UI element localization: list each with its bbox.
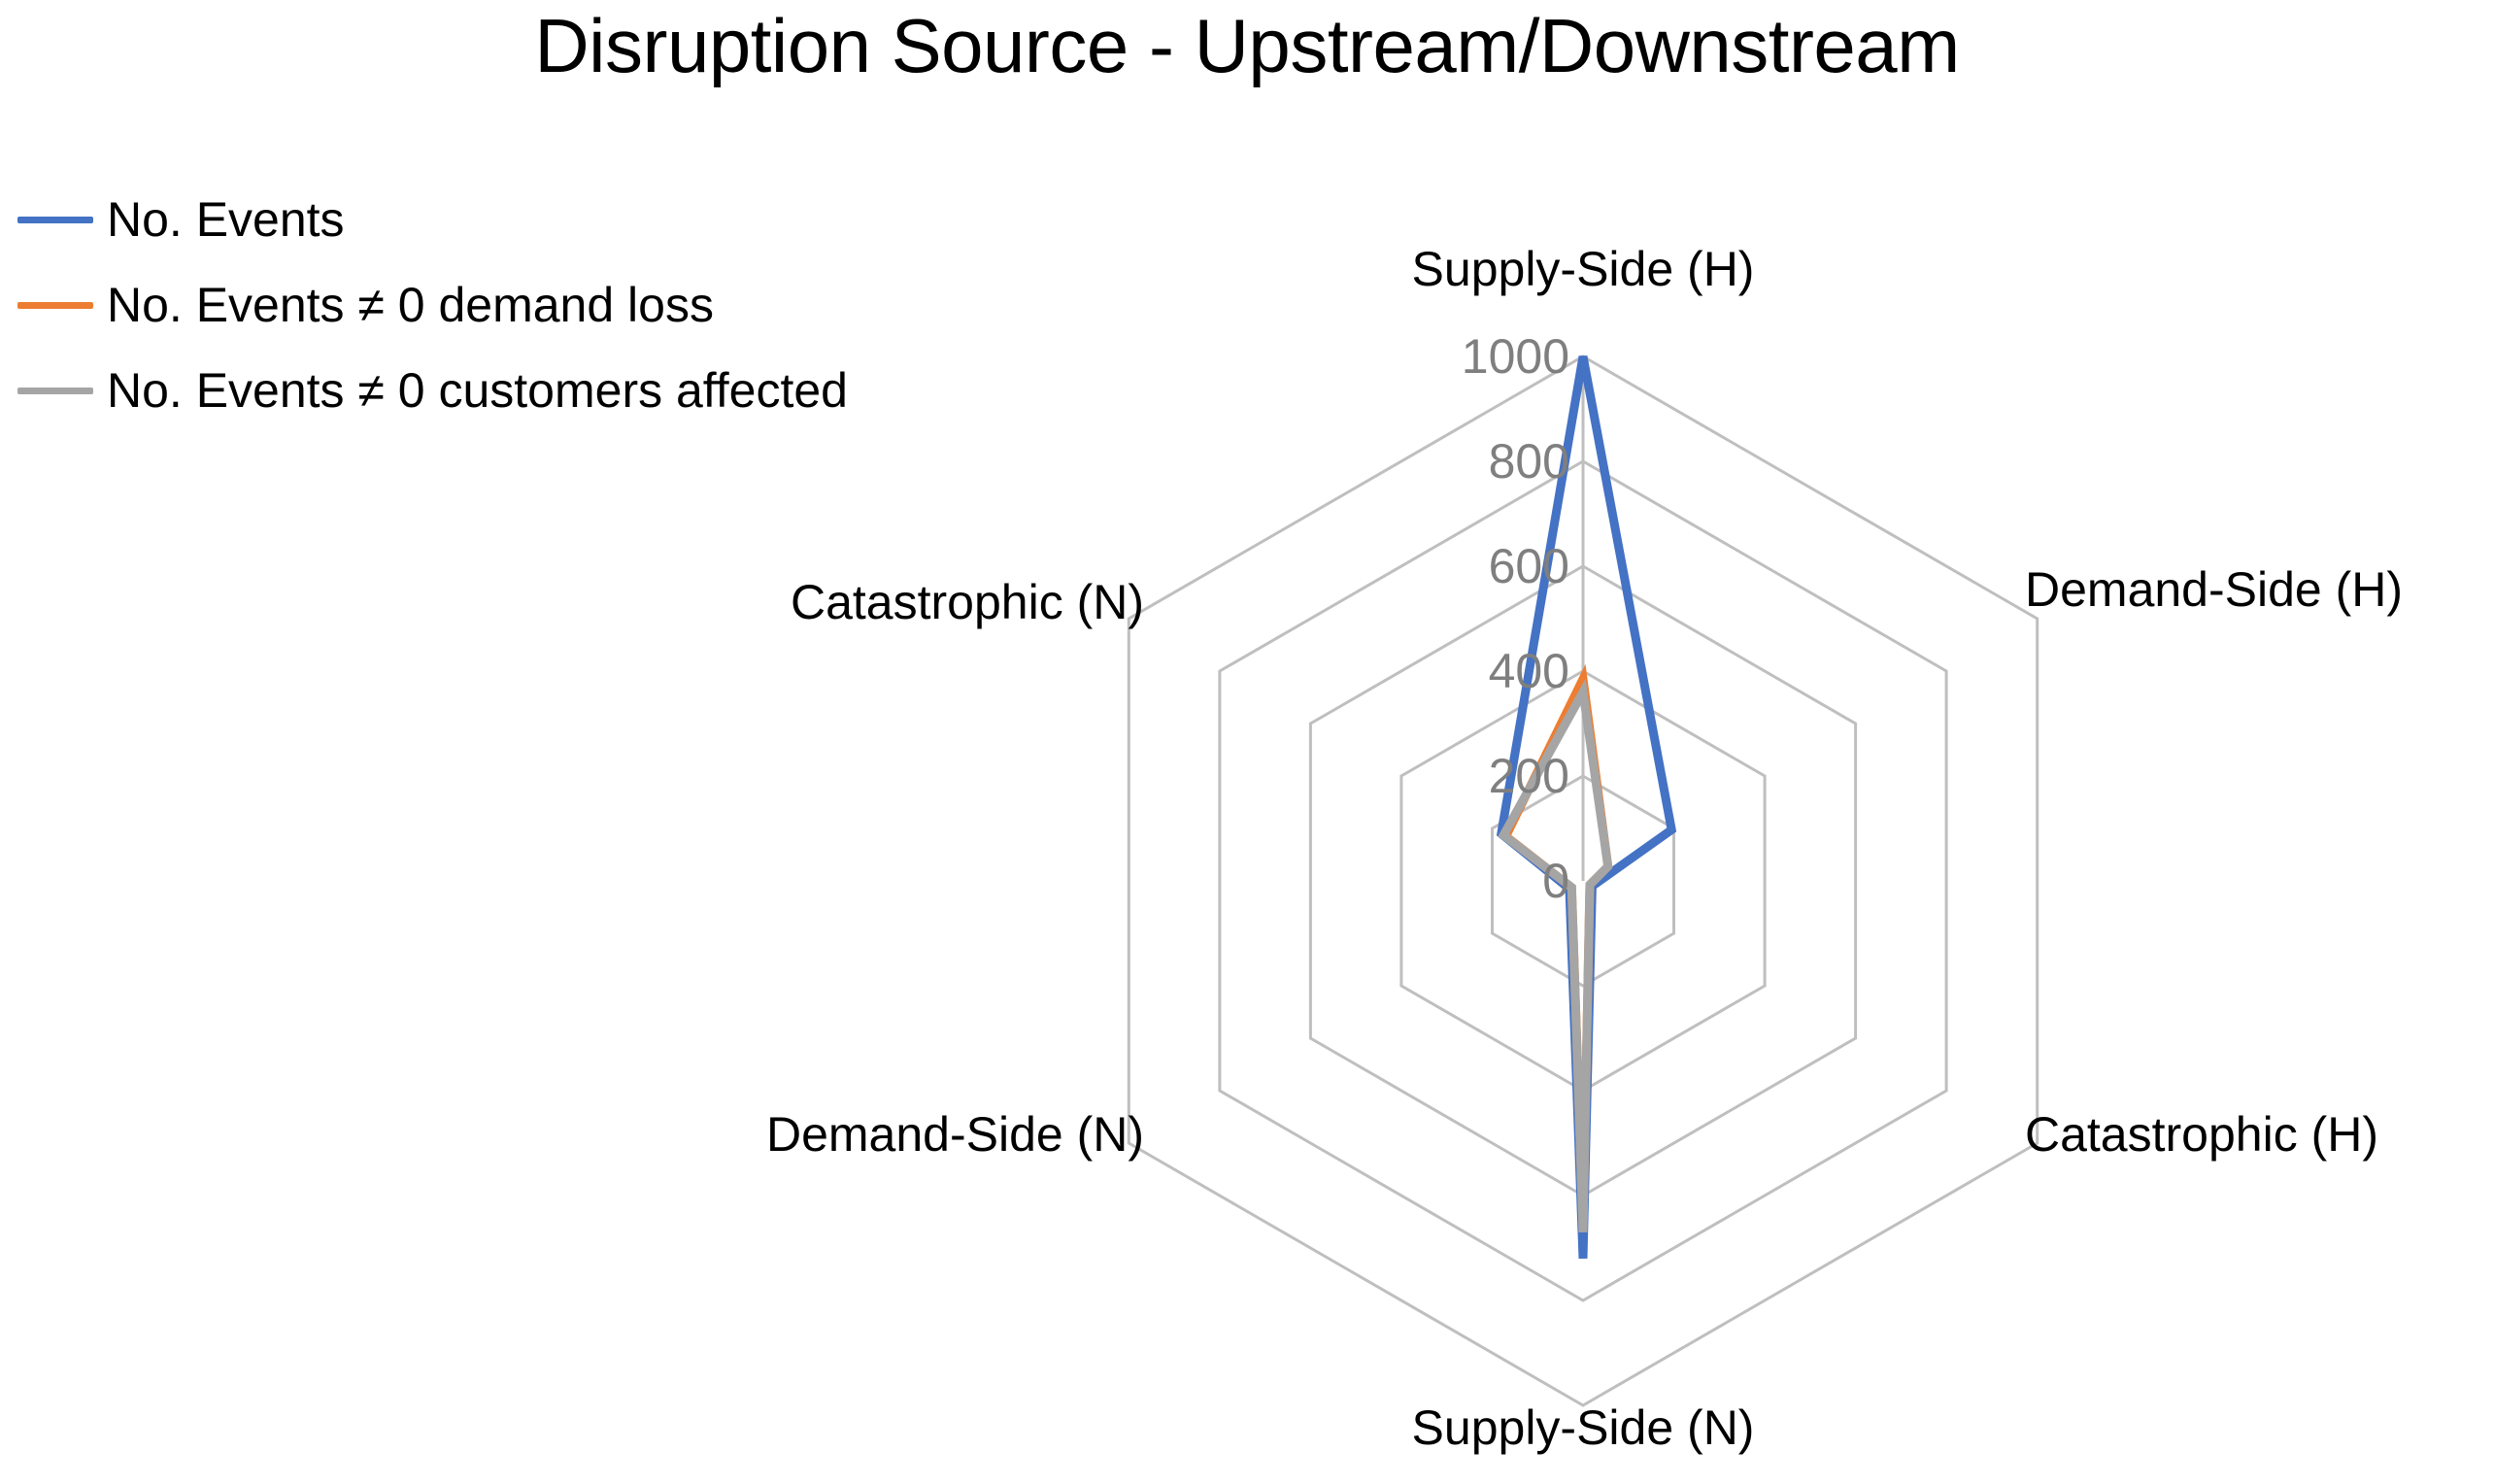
- legend-line-icon-series-1: [17, 216, 93, 223]
- legend-line-icon-series-3: [17, 387, 93, 394]
- axis-label-catastrophic-h: Catastrophic (H): [2025, 1107, 2378, 1162]
- axis-label-supply-side-n: Supply-Side (N): [1411, 1400, 1755, 1455]
- legend-item-demand-loss[interactable]: No. Events ≠ 0 demand loss: [17, 280, 848, 330]
- axis-label-supply-side-h: Supply-Side (H): [1411, 242, 1755, 296]
- legend-label-series-3: No. Events ≠ 0 customers affected: [107, 363, 848, 418]
- radial-tick-200: 200: [1488, 749, 1569, 803]
- legend-line-icon-series-2: [17, 301, 93, 309]
- radial-tick-800: 800: [1488, 434, 1569, 489]
- grid-ring-800: [1218, 459, 1948, 1302]
- chart-legend: No. Events No. Events ≠ 0 demand loss No…: [17, 194, 848, 416]
- radial-tick-400: 400: [1488, 644, 1569, 698]
- legend-item-no-events[interactable]: No. Events: [17, 194, 848, 245]
- radar-series-lines: [1496, 355, 1677, 1259]
- axis-label-demand-side-h: Demand-Side (H): [2025, 562, 2404, 617]
- axis-label-catastrophic-n: Catastrophic (N): [791, 575, 1144, 629]
- axis-label-demand-side-n: Demand-Side (N): [765, 1107, 1144, 1162]
- legend-label-series-1: No. Events: [107, 192, 345, 247]
- radial-tick-0: 0: [1542, 854, 1569, 908]
- legend-item-customers-affected[interactable]: No. Events ≠ 0 customers affected: [17, 365, 848, 416]
- grid-ring-1000: [1127, 354, 2039, 1407]
- radial-tick-1000: 1000: [1461, 329, 1569, 384]
- legend-label-series-2: No. Events ≠ 0 demand loss: [107, 278, 714, 332]
- series-line-3[interactable]: [1498, 678, 1613, 1232]
- page-title: Disruption Source - Upstream/Downstream: [534, 3, 1960, 88]
- radial-tick-600: 600: [1488, 539, 1569, 593]
